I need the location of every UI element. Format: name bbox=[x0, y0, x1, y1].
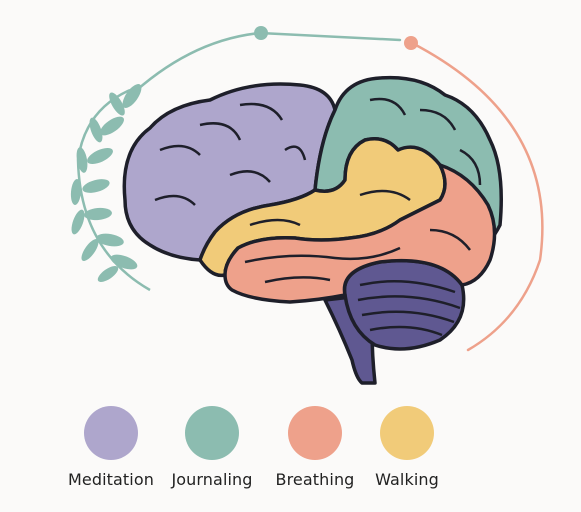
legend-label: Walking bbox=[375, 470, 439, 489]
legend-item-walking: Walking bbox=[352, 400, 462, 489]
laurel-branch-icon bbox=[70, 84, 151, 292]
legend-label: Journaling bbox=[171, 470, 253, 489]
legend-label: Breathing bbox=[275, 470, 355, 489]
cerebellum-folds bbox=[357, 280, 461, 337]
legend: Meditation Journaling Breathing Walking bbox=[0, 400, 581, 500]
coral-arc-dot bbox=[404, 36, 418, 50]
legend-label: Meditation bbox=[68, 470, 154, 489]
legend-item-journaling: Journaling bbox=[157, 400, 267, 489]
circle-swatch-icon bbox=[84, 406, 138, 460]
legend-item-meditation: Meditation bbox=[56, 400, 166, 489]
gyri-lines bbox=[154, 97, 482, 284]
teal-arc-dot bbox=[254, 26, 268, 40]
circle-swatch-icon bbox=[380, 406, 434, 460]
cerebellum bbox=[342, 258, 466, 351]
circle-swatch-icon bbox=[288, 406, 342, 460]
legend-item-breathing: Breathing bbox=[260, 400, 370, 489]
temporal-lobe-breathing bbox=[223, 163, 497, 304]
coral-arc bbox=[410, 41, 544, 352]
teal-arc bbox=[126, 31, 402, 100]
circle-swatch-icon bbox=[185, 406, 239, 460]
